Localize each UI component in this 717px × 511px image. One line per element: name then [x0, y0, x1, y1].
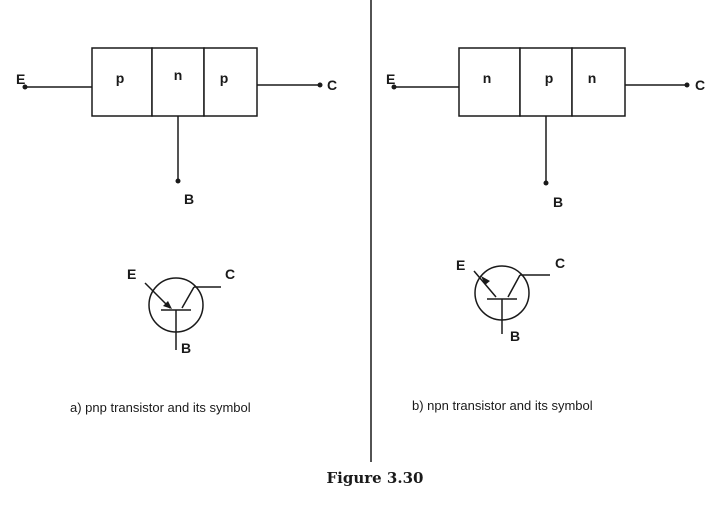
npn-panel: n p n E C B E C B b) npn transistor a	[386, 47, 705, 413]
npn-region-2-label: p	[545, 70, 554, 86]
npn-collector-label: C	[695, 77, 705, 93]
npn-emitter-terminal	[391, 84, 397, 90]
pnp-region-1-label: p	[116, 70, 125, 86]
npn-collector-terminal	[684, 82, 690, 88]
pnp-symbol-emitter-label: E	[127, 266, 136, 282]
pnp-base-terminal	[175, 178, 181, 184]
npn-region-1-label: n	[483, 70, 492, 86]
pnp-symbol-collector-lead	[181, 286, 195, 309]
figure-title: Figure 3.30	[327, 469, 424, 487]
npn-emitter-arrow	[481, 276, 490, 285]
pnp-structure: p n p E C B	[16, 47, 337, 207]
npn-emitter-label: E	[386, 71, 395, 87]
npn-region-3-label: n	[588, 70, 597, 86]
pnp-collector-label: C	[327, 77, 337, 93]
npn-transistor-symbol: E C B	[456, 255, 565, 344]
pnp-region-2-label: n	[174, 67, 183, 83]
npn-symbol-emitter-label: E	[456, 257, 465, 273]
pnp-emitter-label: E	[16, 71, 25, 87]
npn-base-terminal	[543, 180, 549, 186]
pnp-panel: p n p E C B E C B	[16, 47, 337, 415]
pnp-caption: a) pnp transistor and its symbol	[70, 400, 251, 415]
pnp-emitter-arrow	[163, 301, 172, 309]
pnp-symbol-base-label: B	[181, 340, 191, 356]
pnp-region-2	[151, 47, 205, 117]
npn-region-1	[458, 47, 521, 117]
pnp-region-3	[203, 47, 258, 117]
pnp-region-3-label: p	[220, 70, 229, 86]
npn-caption: b) npn transistor and its symbol	[412, 398, 593, 413]
pnp-emitter-terminal	[22, 84, 28, 90]
pnp-base-label: B	[184, 191, 194, 207]
npn-region-3	[571, 47, 626, 117]
npn-symbol-base-label: B	[510, 328, 520, 344]
pnp-transistor-symbol: E C B	[127, 266, 235, 356]
npn-symbol-collector-lead	[507, 274, 521, 298]
pnp-symbol-collector-label: C	[225, 266, 235, 282]
npn-base-label: B	[553, 194, 563, 210]
npn-symbol-collector-label: C	[555, 255, 565, 271]
pnp-collector-terminal	[317, 82, 323, 88]
npn-structure: n p n E C B	[386, 47, 705, 210]
